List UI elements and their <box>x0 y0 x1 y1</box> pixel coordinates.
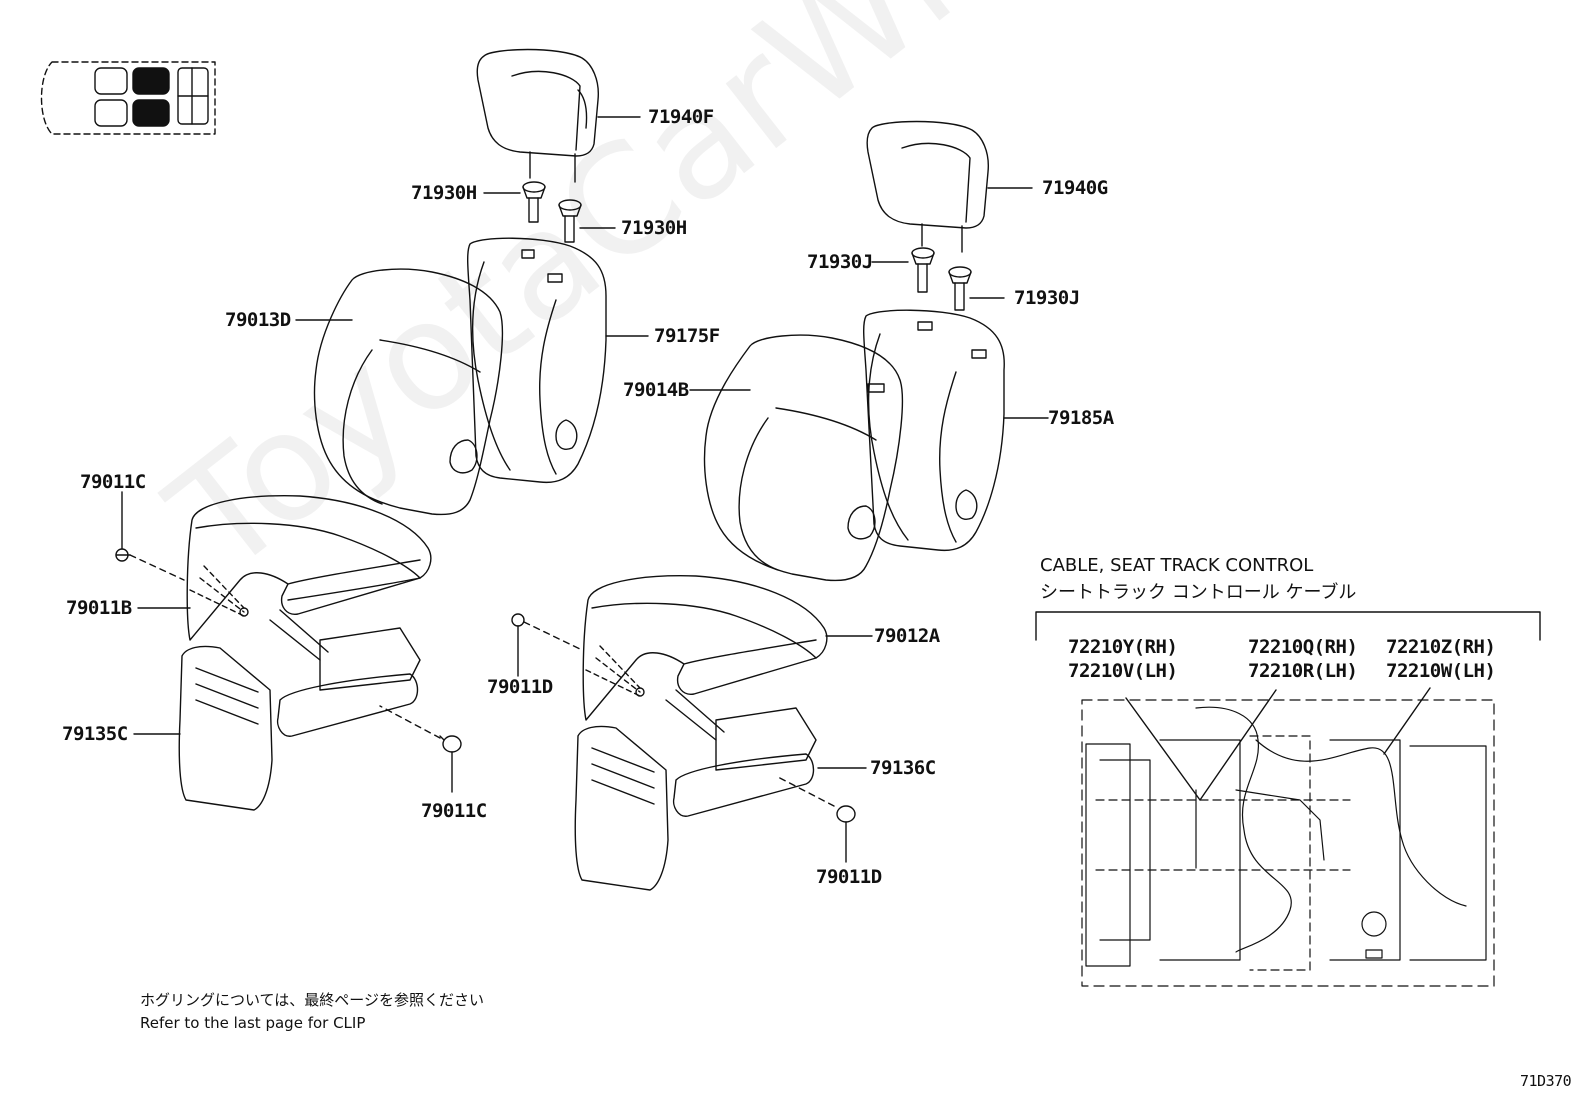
cable-part-rh-1: 72210Y(RH) <box>1068 636 1178 658</box>
part-label-71940g: 71940G <box>1042 177 1108 199</box>
clip-79011d-lower <box>775 775 856 863</box>
seat-back-cover-79014b <box>689 334 904 582</box>
seat-cushion-right <box>574 575 828 891</box>
seat-back-frame-79185a <box>863 309 1049 552</box>
seat-back-cover-79013d <box>295 268 504 516</box>
part-label-79011c-upper: 79011C <box>80 471 146 493</box>
part-label-79135c: 79135C <box>62 723 128 745</box>
cable-part-rh-2: 72210Q(RH) <box>1248 636 1358 658</box>
part-label-79014b: 79014B <box>623 379 689 401</box>
part-label-79013d: 79013D <box>225 309 291 331</box>
headrest-guide-71930j-left <box>871 247 935 293</box>
part-label-71930j-right: 71930J <box>1014 287 1080 309</box>
headrest-guide-71930h-right <box>558 199 616 243</box>
part-label-79185a: 79185A <box>1048 407 1114 429</box>
headrest-guide-71930j-right <box>948 266 1005 311</box>
seat-cushion-left <box>178 495 432 811</box>
part-label-79011d-lower: 79011D <box>816 866 882 888</box>
part-label-79136c: 79136C <box>870 757 936 779</box>
clip-79011d-upper <box>511 613 583 677</box>
part-label-71930j-left: 71930J <box>807 251 873 273</box>
cable-part-lh-2: 72210R(LH) <box>1248 660 1358 682</box>
cable-part-rh-3: 72210Z(RH) <box>1386 636 1496 658</box>
diagram-code: 71D370 <box>1520 1072 1572 1090</box>
part-label-79011b: 79011B <box>66 597 132 619</box>
headrest-71940g <box>866 120 1033 253</box>
seat-back-frame-79175f <box>467 237 649 484</box>
headrest-guide-71930h-left <box>483 181 546 223</box>
clip-79011c-lower <box>379 705 462 793</box>
part-label-71930h-right: 71930H <box>621 217 687 239</box>
cable-box-title-jp: シートトラック コントロール ケーブル <box>1040 582 1357 603</box>
note-japanese: ホグリングについては、最終ページを参照ください <box>140 991 484 1009</box>
note-english: Refer to the last page for CLIP <box>140 1014 366 1032</box>
cable-box-title-en: CABLE, SEAT TRACK CONTROL <box>1040 555 1314 576</box>
cable-box-frame <box>1035 611 1541 641</box>
headrest-71940f <box>476 48 641 183</box>
cable-part-lh-1: 72210V(LH) <box>1068 660 1178 682</box>
part-label-79012a: 79012A <box>874 625 940 647</box>
cable-part-lh-3: 72210W(LH) <box>1386 660 1496 682</box>
seat-track-cable-diagram <box>1081 687 1495 987</box>
clip-79011c-upper <box>115 491 185 581</box>
part-label-79011d-upper: 79011D <box>487 676 553 698</box>
part-label-71940f: 71940F <box>648 106 714 128</box>
part-label-79175f: 79175F <box>654 325 720 347</box>
vehicle-seat-location-icon <box>40 61 216 135</box>
part-label-71930h-left: 71930H <box>411 182 477 204</box>
part-label-79011c-lower: 79011C <box>421 800 487 822</box>
